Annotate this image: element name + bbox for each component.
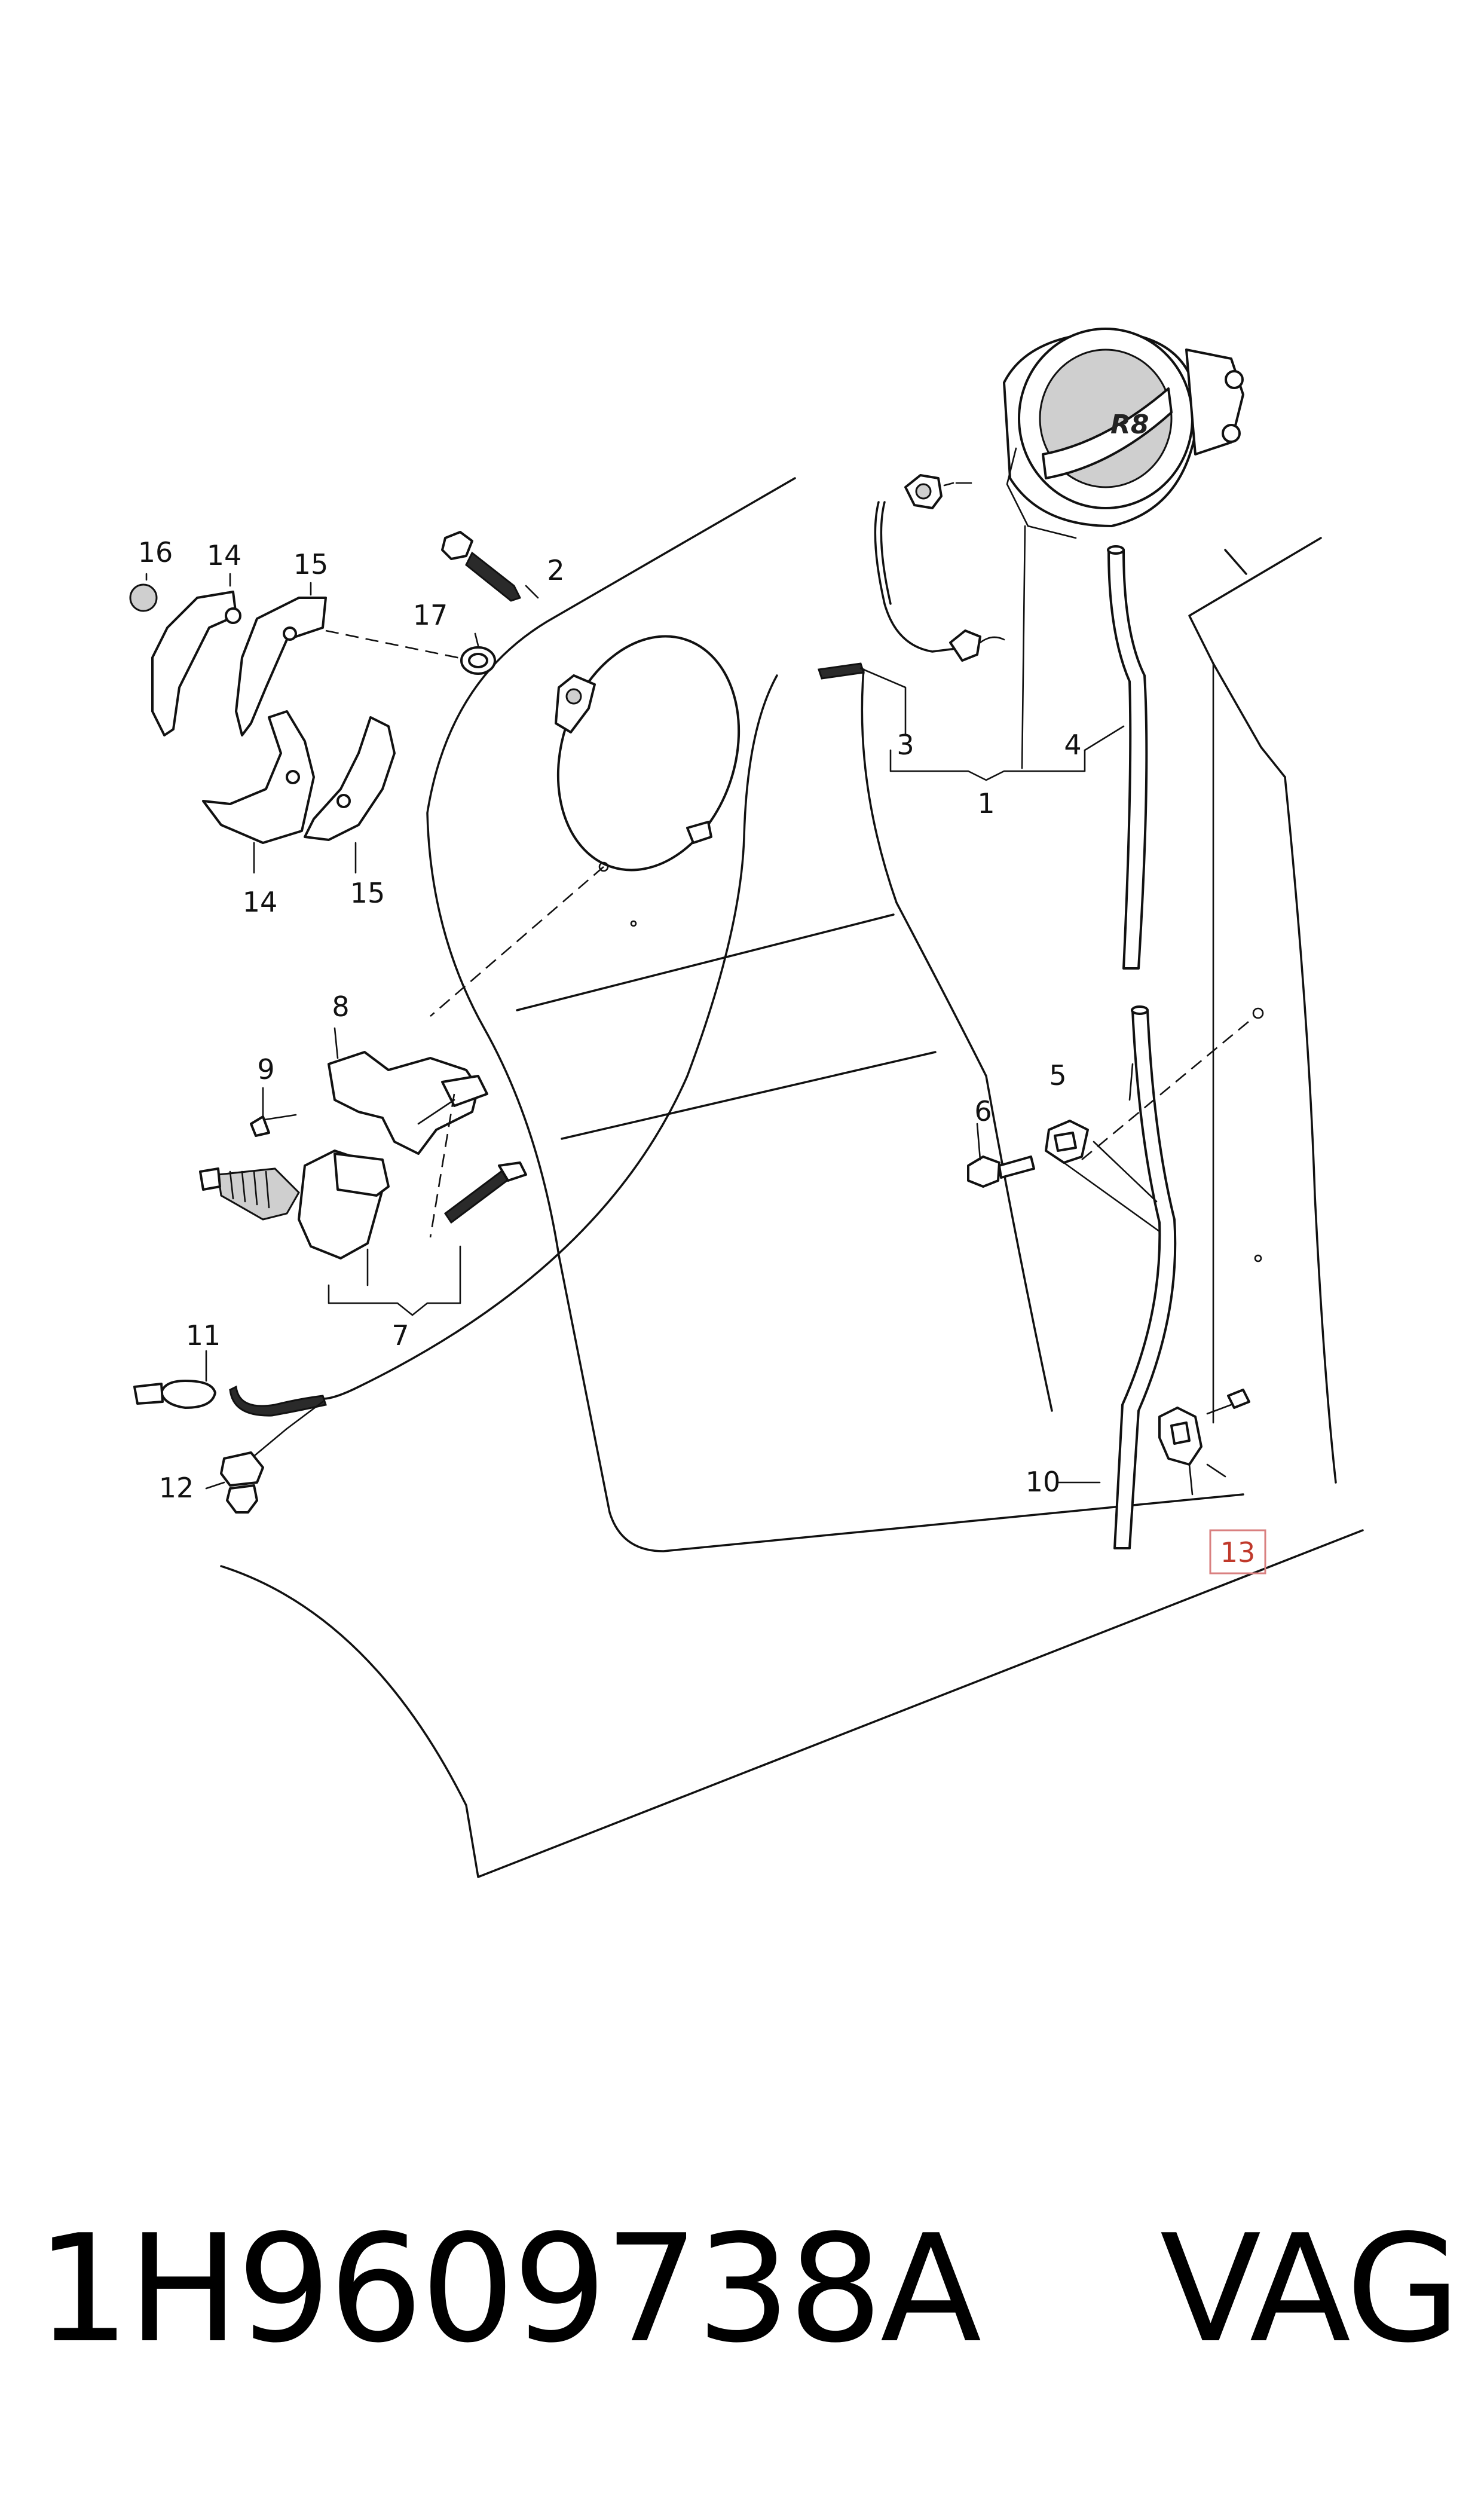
clip-and-bolt: [967, 1120, 1161, 1233]
brand-name: VAG: [1159, 2203, 1461, 2376]
body-panel-outline: [220, 477, 1364, 1878]
callout-2: 2: [547, 554, 564, 586]
callout-14-top: 14: [207, 539, 242, 571]
release-cable: [322, 474, 1005, 1400]
callout-13: 13: [1220, 1536, 1256, 1569]
callout-16: 16: [138, 536, 173, 568]
callouts: 1 2 3 4 5 6 7 8 9 10 11 12 13 14 14 15 1…: [138, 536, 1266, 1575]
callout-1: 1: [977, 787, 995, 820]
callout-13-highlight-box: [1209, 1529, 1266, 1575]
fuel-cap-assembly: R8: [1003, 328, 1244, 539]
callout-17: 17: [413, 599, 448, 631]
callout-8: 8: [332, 990, 349, 1023]
callout-5: 5: [1049, 1059, 1066, 1092]
callout-9: 9: [257, 1053, 274, 1086]
cable-clamp: [133, 1380, 327, 1514]
hose-bracket: [1081, 1007, 1264, 1466]
callout-15-top: 15: [293, 548, 329, 580]
callout-3: 3: [896, 729, 914, 761]
callout-14-bottom: 14: [243, 886, 278, 918]
callout-12: 12: [159, 1472, 194, 1504]
drain-hose: [1107, 545, 1177, 1549]
leader-lines: [145, 525, 1226, 1496]
part-number: 1H9609738A: [36, 2203, 981, 2376]
part-number-caption: 1H9609738A VAG: [36, 2200, 1461, 2379]
mounting-brackets: [129, 531, 637, 1017]
callout-11: 11: [186, 1319, 221, 1352]
callout-10: 10: [1026, 1466, 1061, 1498]
callout-7: 7: [391, 1319, 409, 1352]
fuel-cap-logo: R8: [1110, 409, 1149, 440]
callout-4: 4: [1064, 729, 1081, 761]
callout-6: 6: [974, 1095, 992, 1127]
callout-15-bottom: 15: [350, 877, 385, 909]
lock-actuator: [199, 1051, 527, 1259]
fuel-flap: [555, 635, 741, 872]
